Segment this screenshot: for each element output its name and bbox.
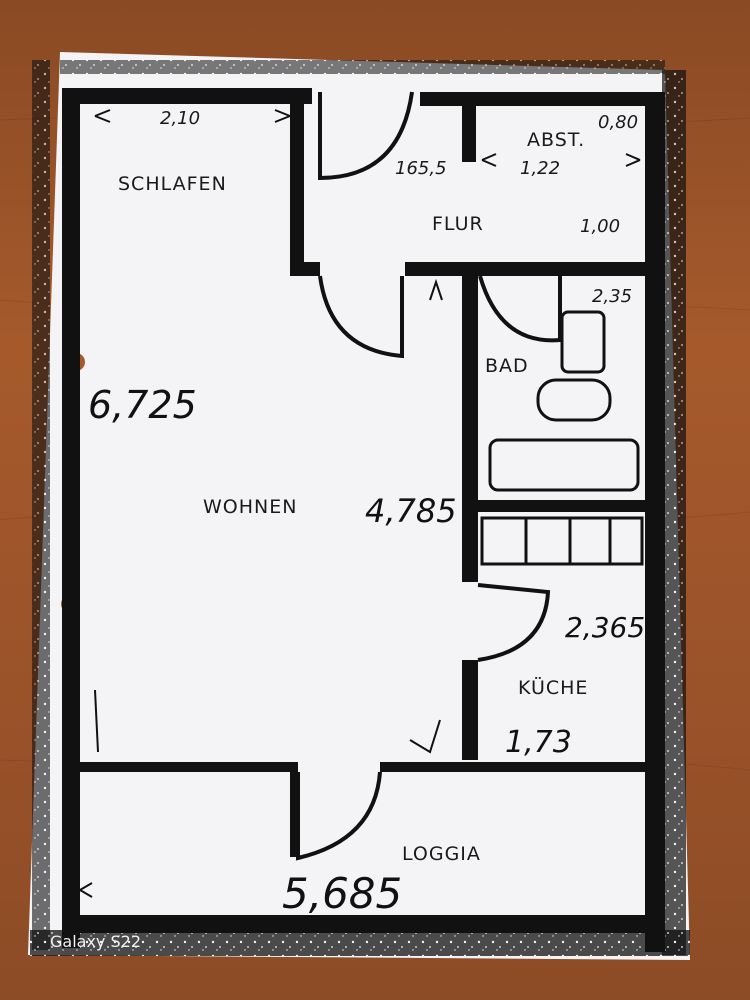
- walls: [62, 88, 665, 952]
- door-swings: [296, 91, 562, 861]
- room-label-kueche: KÜCHE: [518, 676, 588, 699]
- dimension-door-width: 165,5: [395, 158, 447, 179]
- dimension-wohnen-width: 4,785: [365, 492, 457, 530]
- room-label-wohnen: WOHNEN: [203, 496, 297, 518]
- room-label-loggia: LOGGIA: [402, 843, 481, 865]
- dimension-arrows: [79, 109, 641, 898]
- bathtub: [488, 438, 640, 492]
- dimension-abst-depth: 1,22: [520, 158, 560, 179]
- room-label-bad: BAD: [485, 355, 529, 377]
- room-label-schlafen: SCHLAFEN: [118, 173, 227, 195]
- camera-watermark: Galaxy S22: [50, 932, 141, 951]
- toilet: [536, 378, 612, 422]
- room-label-abst: ABST.: [527, 129, 585, 151]
- bathroom-fixtures: [488, 310, 640, 492]
- dimension-abst-width: 0,80: [598, 112, 638, 133]
- dimension-kueche-height: 2,365: [565, 611, 645, 644]
- dimension-left-height: 6,725: [88, 383, 197, 427]
- dimension-bottom-width: 5,685: [282, 869, 402, 918]
- room-label-flur: FLUR: [432, 213, 484, 235]
- sink: [560, 310, 606, 374]
- kitchen-counter: [480, 516, 644, 566]
- dimension-flur-width: 1,00: [580, 216, 620, 237]
- dimension-top-left: 2,10: [160, 108, 200, 129]
- dimension-kueche-width: 1,73: [505, 725, 572, 760]
- dimension-bad-small: 2,35: [592, 286, 632, 307]
- photocopy-noise: [30, 60, 690, 956]
- paper-sheet: [28, 52, 690, 960]
